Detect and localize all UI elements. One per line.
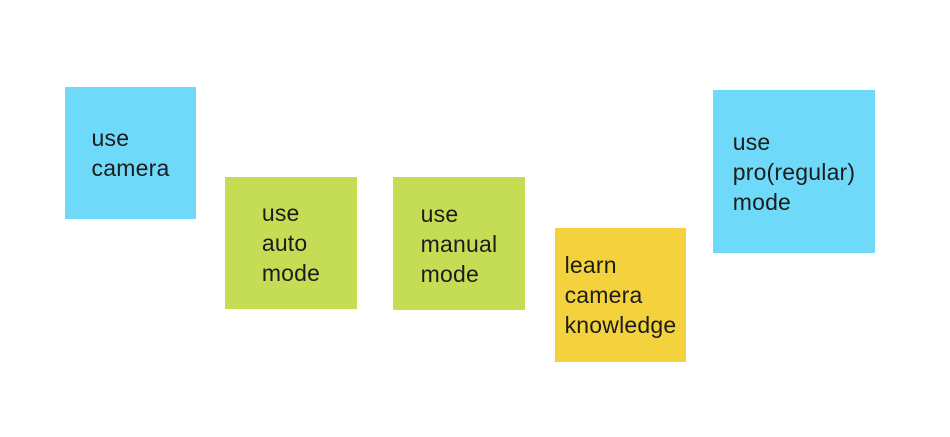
sticky-note-text: use auto mode [262,198,320,288]
sticky-note-text-line: pro(regular) [732,158,856,185]
sticky-note-use-manual-mode[interactable]: use manual mode [393,177,525,310]
sticky-note-text: learn camera knowledge [565,250,677,340]
sticky-note-use-auto-mode[interactable]: use auto mode [225,177,357,309]
sticky-note-text: use manual mode [421,199,498,289]
sticky-note-text-line: mode [261,260,321,286]
sticky-note-use-pro-regular-mode[interactable]: use pro(regular) mode [713,90,875,253]
sticky-note-text-line: use [261,200,300,226]
sticky-note-text-line: use [420,200,459,227]
sticky-note-use-camera[interactable]: use camera [65,87,196,219]
sticky-note-text-line: camera [91,155,170,181]
sticky-note-text: use pro(regular) mode [733,127,856,217]
sticky-note-text-line: knowledge [564,312,677,338]
sticky-note-learn-camera-knowledge[interactable]: learn camera knowledge [555,228,686,362]
sticky-note-text-line: mode [732,188,792,215]
sticky-note-text-line: camera [564,282,643,308]
sticky-note-text-line: auto [261,230,308,256]
sticky-note-text-line: learn [564,252,617,278]
sticky-note-text-line: use [732,128,771,155]
sticky-note-text-line: manual [420,230,498,257]
sticky-note-text-line: mode [420,260,480,287]
sticky-note-text-line: use [91,125,130,151]
sticky-note-text: use camera [92,123,170,183]
